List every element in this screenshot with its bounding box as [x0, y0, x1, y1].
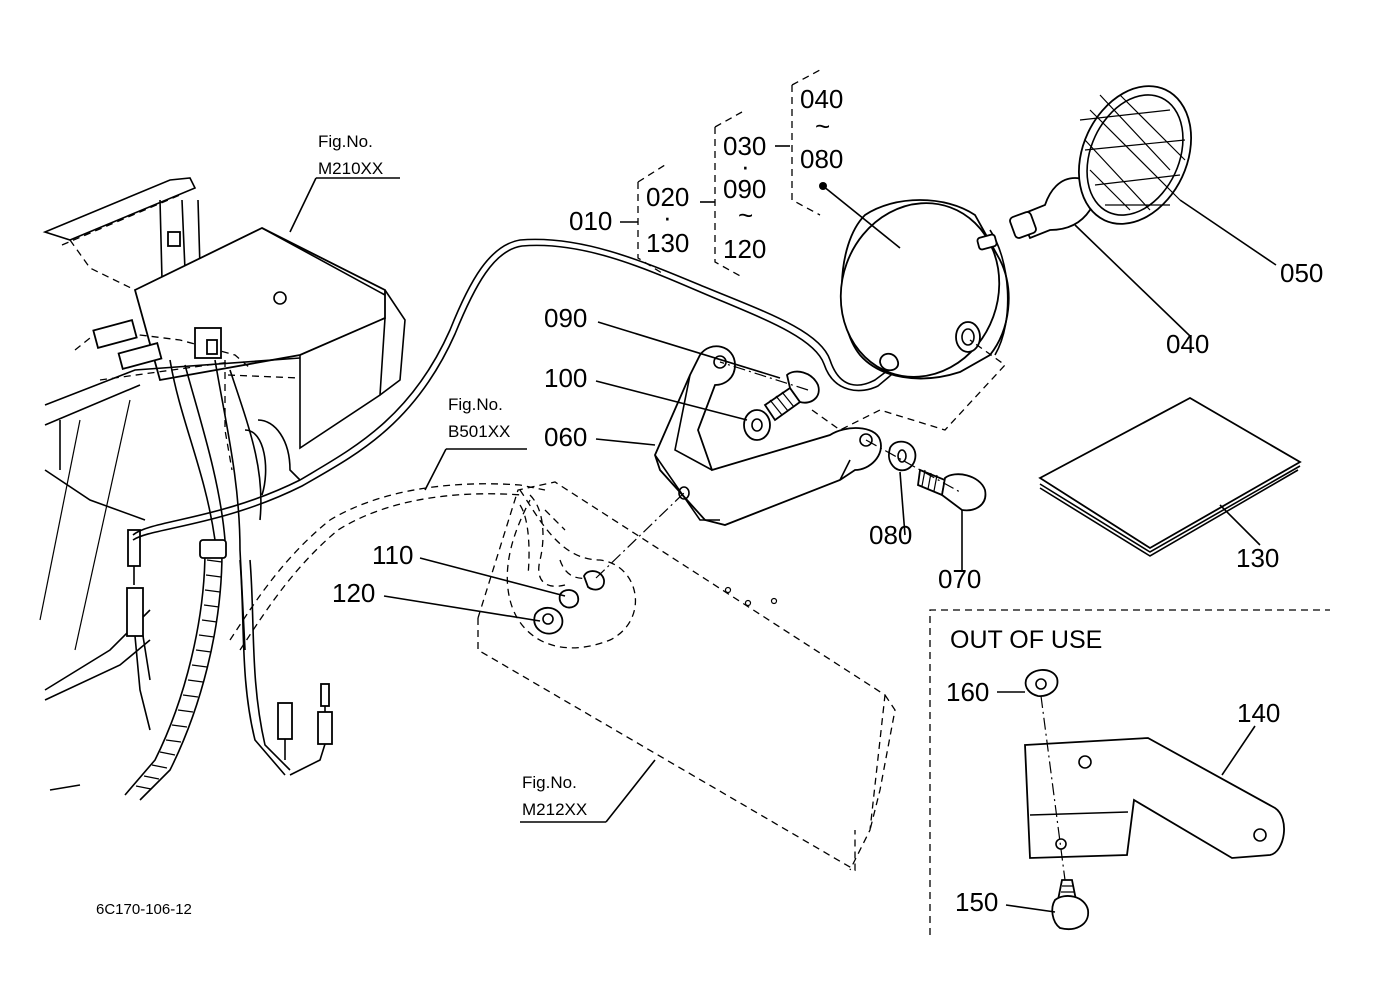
figure-references: Fig.No. M210XX Fig.No. B501XX Fig.No. M2… — [318, 132, 587, 819]
assembly-l3-tilde: ~ — [815, 111, 830, 141]
assembly-root-label: 010 — [569, 206, 612, 236]
fig-ref-m212-code: M212XX — [522, 800, 587, 819]
callout-090: 090 — [544, 303, 587, 333]
fig-ref-m210-title: Fig.No. — [318, 132, 373, 151]
assembly-l2-a: 030 — [723, 131, 766, 161]
callout-110: 110 — [372, 540, 413, 570]
callout-050: 050 — [1280, 258, 1323, 288]
callout-080: 080 — [869, 520, 912, 550]
assembly-l2-sep: · — [741, 151, 750, 181]
fender-illustration — [229, 481, 896, 872]
assembly-l2-c: 120 — [723, 234, 766, 264]
callout-130: 130 — [1236, 543, 1279, 573]
assembly-l2-b: 090 — [723, 174, 766, 204]
callout-150: 150 — [955, 887, 998, 917]
owner-manual — [1038, 396, 1302, 557]
assembly-l1-b: 130 — [646, 228, 689, 258]
headlamp-assembly — [811, 85, 1192, 431]
callout-070: 070 — [938, 564, 981, 594]
drawing-code: 6C170-106-12 — [96, 901, 192, 918]
fig-ref-m210-code: M210XX — [318, 159, 383, 178]
callout-140: 140 — [1237, 698, 1280, 728]
out-of-use-title: OUT OF USE — [950, 626, 1102, 654]
fig-ref-b501-title: Fig.No. — [448, 395, 503, 414]
out-of-use-box — [929, 609, 1330, 935]
assembly-l1-sep: · — [663, 202, 672, 232]
part-callouts: 090 100 060 110 120 080 070 050 040 130 … — [332, 258, 1323, 917]
tractor-body-illustration — [39, 177, 406, 801]
fig-ref-m212-title: Fig.No. — [522, 773, 577, 792]
callout-160: 160 — [946, 677, 989, 707]
assembly-group-labels: 010 020 · 130 030 · 090 ~ 120 040 ~ 080 — [569, 84, 843, 264]
hardware-parts — [533, 361, 987, 635]
lamp-cable — [132, 238, 898, 541]
fig-ref-b501-code: B501XX — [448, 422, 510, 441]
assembly-l2-tilde: ~ — [738, 200, 753, 230]
assembly-l3-b: 080 — [800, 144, 843, 174]
callout-040: 040 — [1166, 329, 1209, 359]
assembly-l3-a: 040 — [800, 84, 843, 114]
lamp-bracket — [654, 345, 882, 526]
callout-120: 120 — [332, 578, 375, 608]
callout-060: 060 — [544, 422, 587, 452]
assembly-l1-a: 020 — [646, 182, 689, 212]
leader-lines — [289, 69, 1277, 913]
callout-100: 100 — [544, 363, 587, 393]
